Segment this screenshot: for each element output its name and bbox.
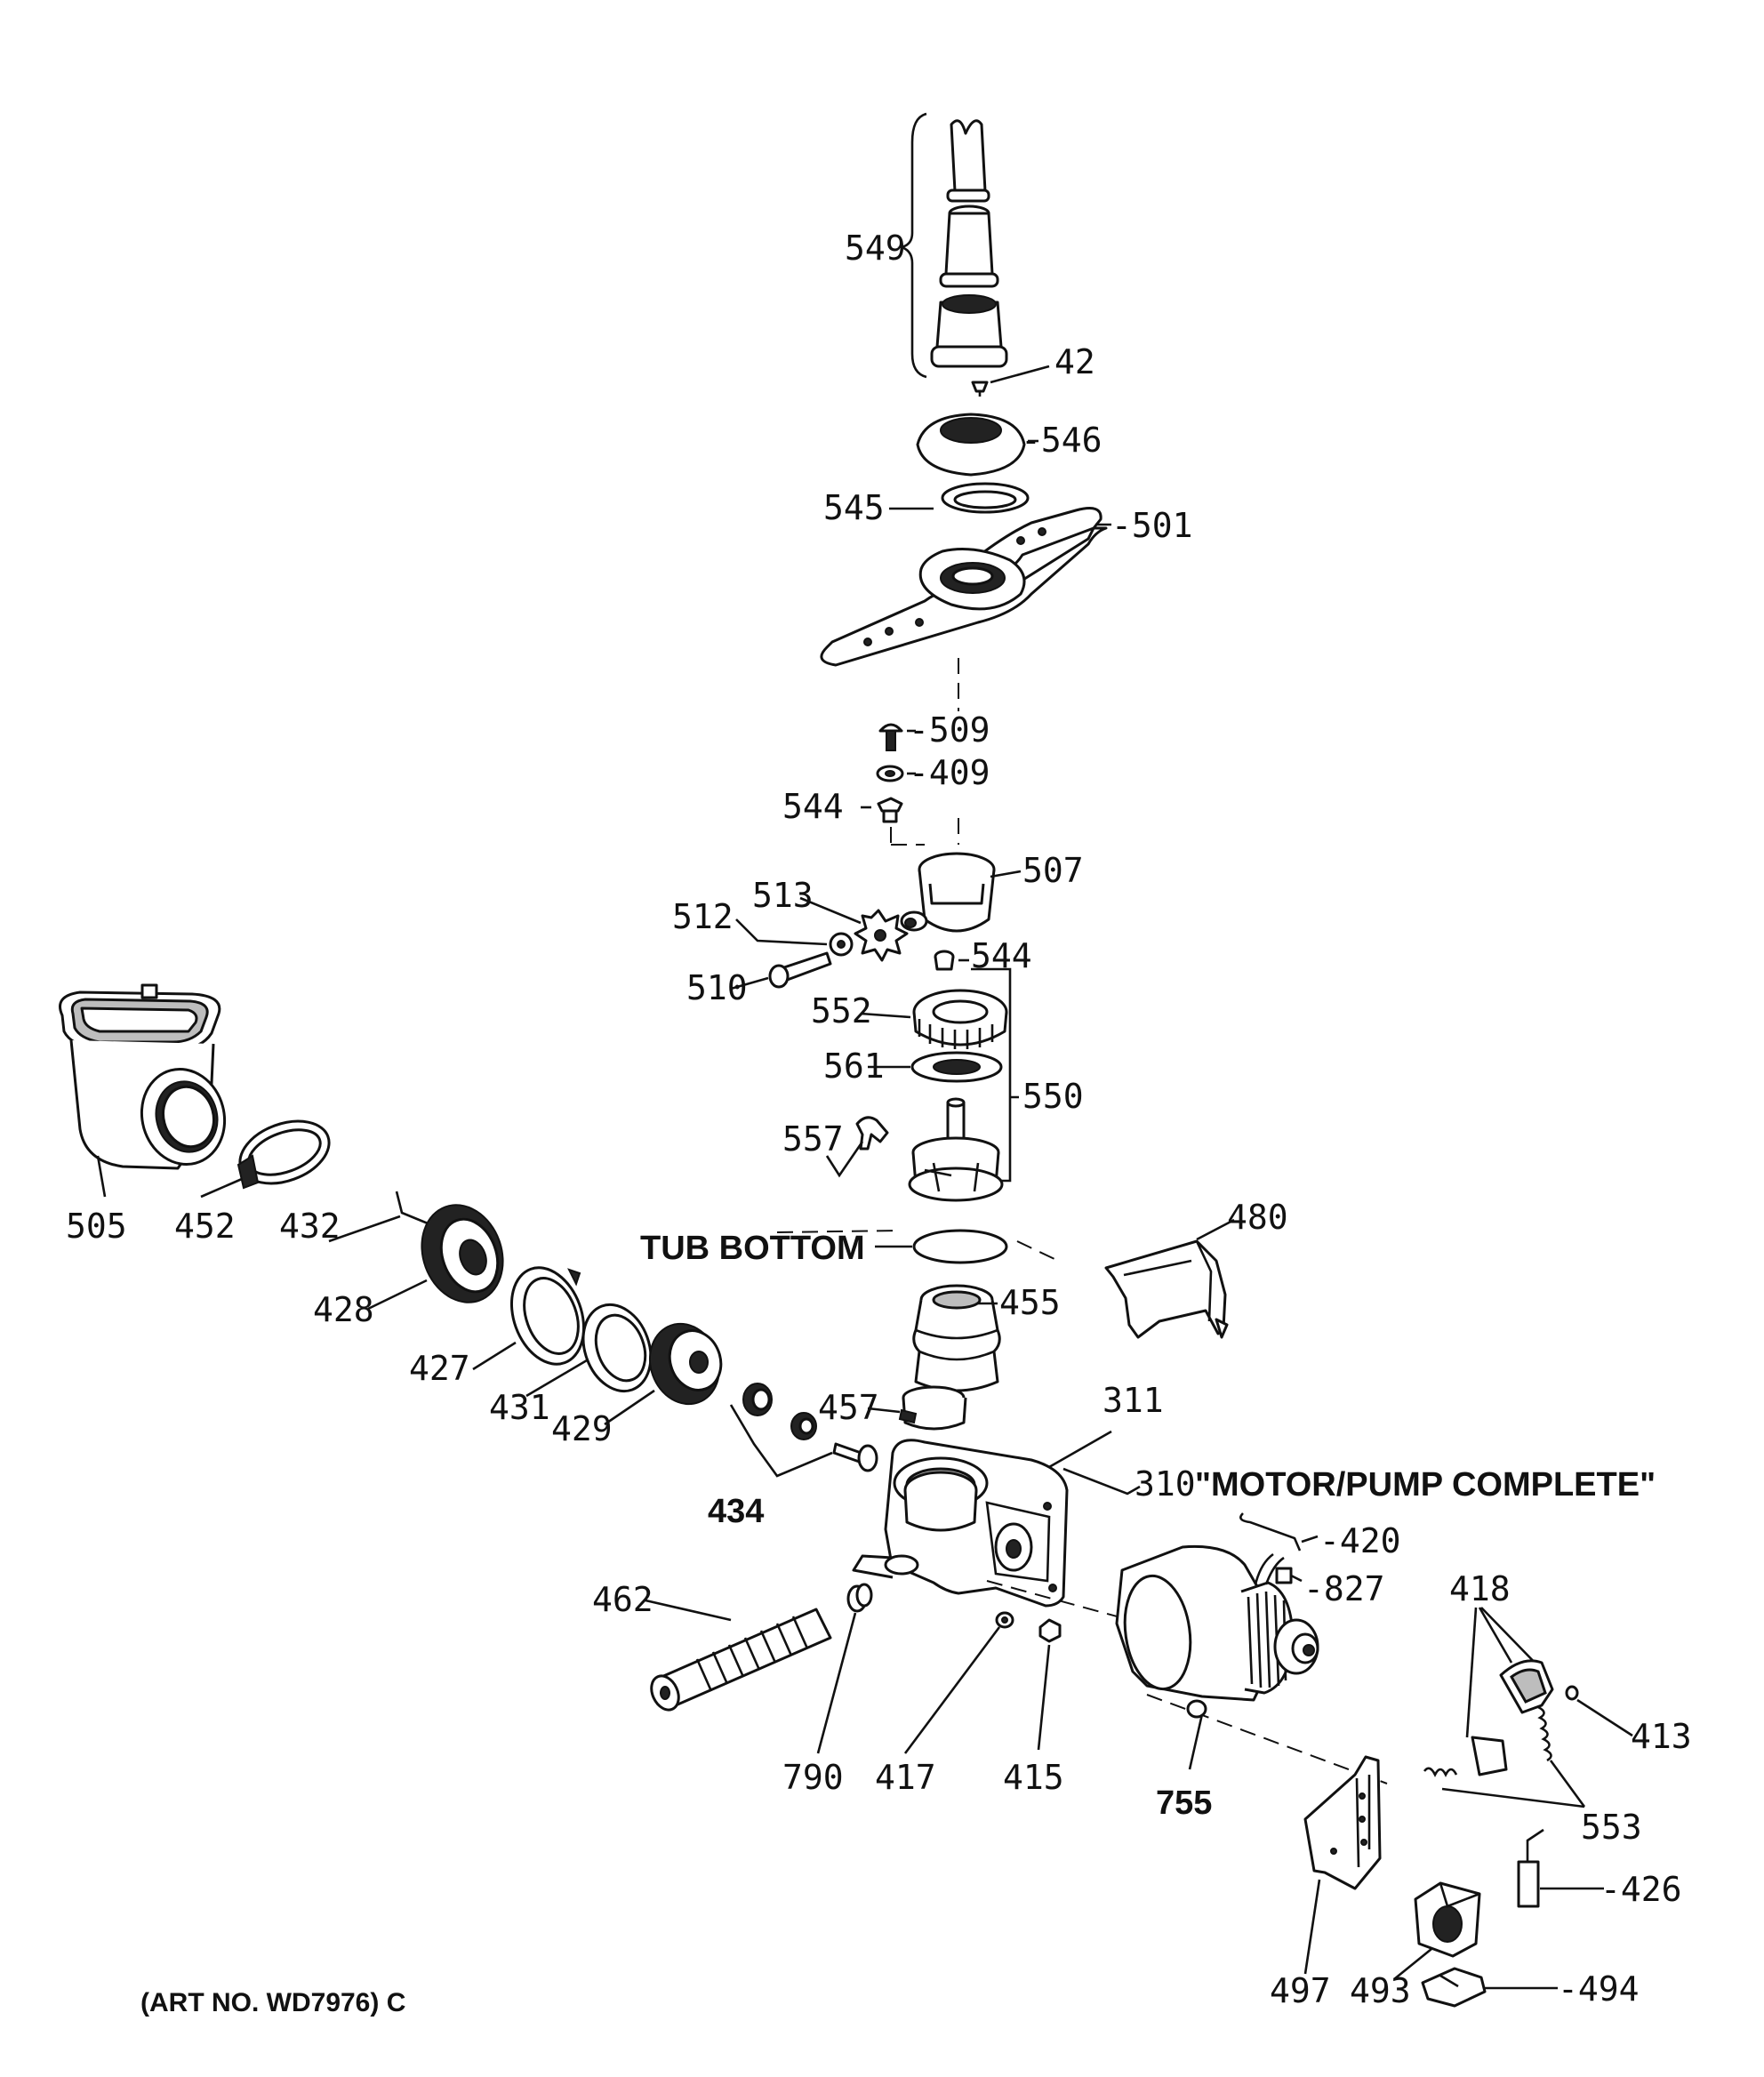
- label-455: 455: [999, 1283, 1061, 1322]
- label-545: 545: [823, 488, 885, 527]
- label-432: 432: [279, 1207, 341, 1246]
- label-tub-bottom: TUB BOTTOM: [640, 1230, 865, 1267]
- label-428: 428: [313, 1290, 374, 1329]
- label-546: -546: [1021, 421, 1102, 460]
- part-827-screw: [1275, 1567, 1303, 1584]
- label-480: 480: [1227, 1198, 1288, 1237]
- label-552: 552: [811, 991, 872, 1030]
- part-552-ring-gear: [860, 989, 1008, 1049]
- part-428-impeller: [367, 1204, 504, 1311]
- label-501: -501: [1111, 506, 1193, 545]
- label-510: 510: [686, 968, 748, 1007]
- label-457: 457: [818, 1388, 879, 1427]
- part-418-group: [1465, 1607, 1633, 1776]
- part-434-group: [729, 1383, 878, 1478]
- part-561-seal: [868, 1051, 1003, 1083]
- part-557-clip: [825, 1116, 889, 1178]
- label-426: -426: [1600, 1870, 1682, 1909]
- part-426-plunger: [1517, 1828, 1604, 1908]
- part-510-pin: [730, 951, 832, 990]
- label-549: 549: [845, 229, 906, 268]
- label-755: 755: [1156, 1784, 1212, 1822]
- label-310: 310: [1135, 1464, 1196, 1504]
- part-431-gasket: [525, 1303, 653, 1398]
- label-512: 512: [672, 897, 734, 936]
- label-434: 434: [708, 1493, 764, 1530]
- part-545-ring: [889, 482, 1030, 514]
- part-755-screw: [1186, 1699, 1207, 1770]
- part-501-spray-arm: [820, 507, 1111, 667]
- part-544-spacer-bottom: [934, 950, 969, 971]
- label-550: 550: [1022, 1077, 1084, 1116]
- part-494-cap: [1421, 1967, 1558, 2008]
- label-544-top: 544: [782, 787, 844, 826]
- label-493: 493: [1350, 1971, 1411, 2010]
- part-42-screw: [971, 365, 1050, 397]
- label-413: 413: [1631, 1717, 1692, 1756]
- part-457-clamp: [867, 1385, 967, 1431]
- bracket-550: [971, 967, 1019, 1183]
- label-507: 507: [1022, 851, 1084, 890]
- label-417: 417: [875, 1758, 936, 1797]
- label-415: 415: [1003, 1758, 1064, 1797]
- part-493-solenoid: [1393, 1881, 1481, 1981]
- part-452-clamp: [200, 1119, 331, 1199]
- part-546-cap: [916, 413, 1038, 477]
- part-544-spacer-top: [861, 797, 959, 846]
- label-505: 505: [66, 1207, 127, 1246]
- part-number-labels: 549 42 -546 545 -501 -509 -409 544 507 5…: [66, 229, 1692, 2017]
- part-790-clip: [816, 1583, 873, 1754]
- part-417-washer: [903, 1611, 1014, 1754]
- part-480-shield: [1104, 1218, 1235, 1339]
- label-557: 557: [782, 1119, 844, 1159]
- part-310-motor: [1115, 1544, 1388, 1784]
- label-409: -409: [909, 753, 990, 792]
- label-427: 427: [409, 1349, 470, 1388]
- label-motor-pump-complete: "MOTOR/PUMP COMPLETE": [1195, 1466, 1656, 1504]
- part-505-sump: [59, 983, 227, 1198]
- part-420-spring: [1239, 1512, 1319, 1552]
- label-462: 462: [592, 1580, 653, 1619]
- part-507-housing: [900, 852, 1022, 933]
- part-pump-hub: [908, 1097, 1004, 1202]
- label-431: 431: [489, 1388, 550, 1427]
- part-512-washer: [735, 918, 854, 957]
- label-494: -494: [1558, 1969, 1640, 2009]
- label-509: -509: [909, 710, 990, 750]
- label-827: -827: [1303, 1569, 1385, 1608]
- part-409-washer: [876, 765, 916, 782]
- part-497-bracket: [1303, 1755, 1382, 1975]
- label-429: 429: [551, 1409, 613, 1448]
- bracket-310: [1062, 1467, 1141, 1496]
- part-513-pinion: [799, 896, 909, 962]
- label-790: 790: [782, 1758, 844, 1797]
- label-420: -420: [1319, 1521, 1401, 1560]
- label-553: 553: [1581, 1808, 1642, 1847]
- part-429-chopper: [604, 1322, 723, 1426]
- part-415-nut: [1037, 1618, 1062, 1751]
- part-432-wire: [328, 1191, 433, 1243]
- part-549-tube-assembly: [897, 112, 1008, 379]
- tub-bottom-ring: [776, 1229, 1055, 1264]
- part-427-plate: [472, 1266, 586, 1371]
- label-418: 418: [1449, 1569, 1511, 1608]
- label-497: 497: [1270, 1971, 1331, 2010]
- part-509-screw: [878, 723, 916, 751]
- label-42: 42: [1054, 342, 1095, 381]
- part-311-pump-housing: [852, 1430, 1112, 1608]
- label-544-bottom: 544: [971, 936, 1032, 975]
- bracket-549: [897, 112, 927, 379]
- label-513: 513: [752, 876, 814, 915]
- label-452: 452: [174, 1207, 236, 1246]
- part-462-auger: [645, 1599, 832, 1712]
- part-553-springs: [1423, 1705, 1586, 1808]
- label-561: 561: [823, 1047, 885, 1086]
- label-art-number: (ART NO. WD7976) C: [140, 1988, 405, 2017]
- part-455-bellows: [912, 1284, 1001, 1392]
- label-311: 311: [1102, 1381, 1164, 1420]
